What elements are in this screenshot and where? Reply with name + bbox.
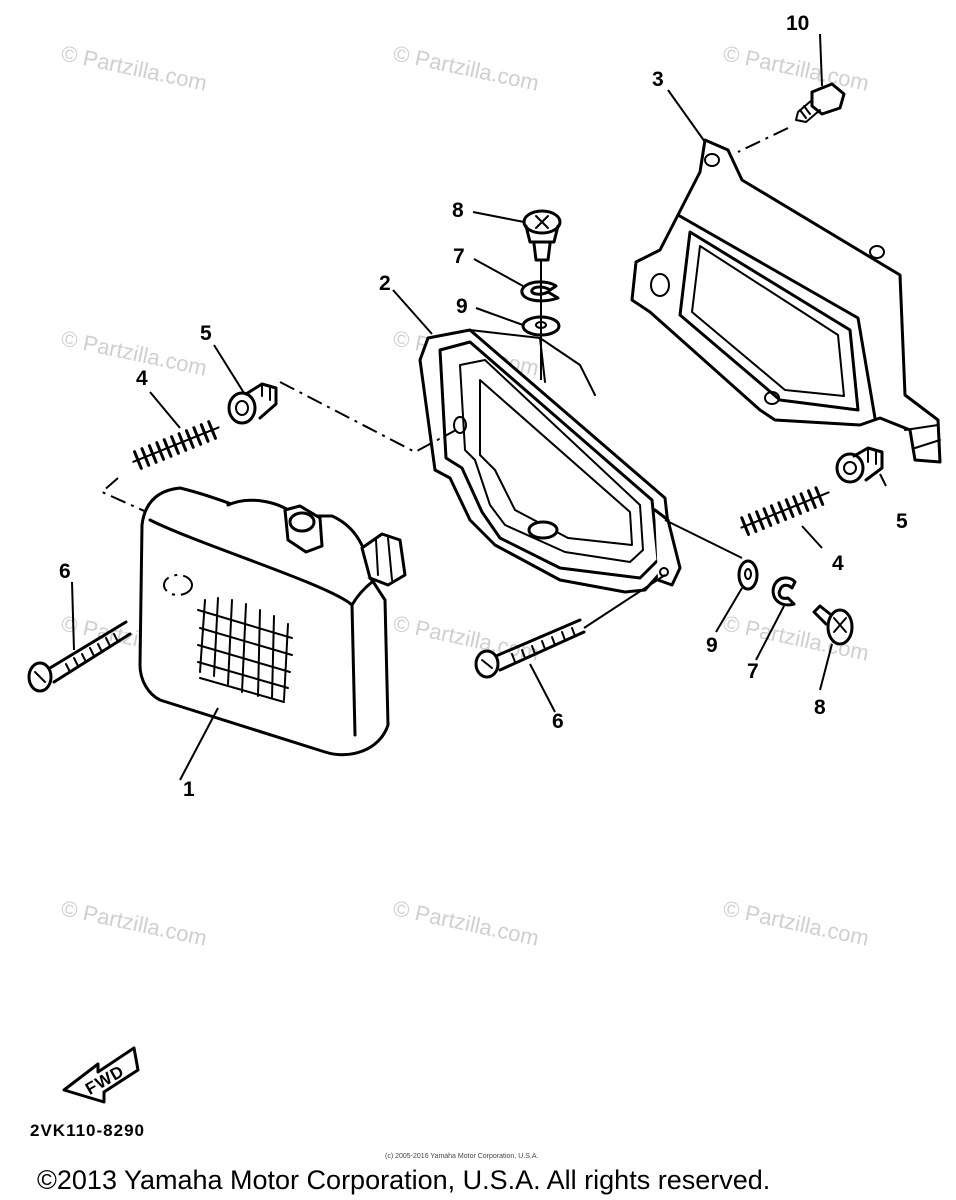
watermark: © Partzilla.com <box>391 610 541 665</box>
callout-10: 10 <box>786 12 809 35</box>
callout-8: 8 <box>452 199 464 222</box>
callout-6: 6 <box>59 560 71 583</box>
watermark: © Partzilla.com <box>391 40 541 95</box>
callout-1: 1 <box>183 778 195 801</box>
assembly-line <box>664 519 743 559</box>
fine-print: (c) 2005-2016 Yamaha Motor Corporation, … <box>385 1153 538 1160</box>
watermark: © Partzilla.com <box>391 895 541 950</box>
callout-4: 4 <box>832 552 844 575</box>
clip-7-top <box>520 280 560 303</box>
screw-8-right <box>812 604 854 646</box>
callout-7: 7 <box>747 660 759 683</box>
grommet-5-left <box>227 382 278 425</box>
callout-4: 4 <box>136 367 148 390</box>
clip-7-right <box>771 576 797 607</box>
watermark: © Partzilla.com <box>59 325 209 380</box>
fwd-arrow-icon: FWD <box>62 1046 140 1104</box>
callout-labels: 1 2 3 4 4 5 5 6 6 7 7 8 8 9 9 10 <box>59 12 908 801</box>
watermark: © Partzilla.com <box>721 40 871 95</box>
callout-9: 9 <box>706 634 718 657</box>
bolt-10 <box>795 82 846 123</box>
callout-7: 7 <box>453 245 465 268</box>
headlight-part <box>138 486 407 757</box>
washer-9-right <box>737 559 759 591</box>
screw-6-left <box>27 620 132 693</box>
leader-lines <box>71 33 887 781</box>
assembly-line <box>583 574 666 629</box>
callout-9: 9 <box>456 295 468 318</box>
leader-dashed <box>737 127 789 153</box>
callout-2: 2 <box>379 272 391 295</box>
callout-5: 5 <box>896 510 908 533</box>
screw-6-right <box>474 618 586 679</box>
callout-5: 5 <box>200 322 212 345</box>
diagram-code: 2VK110-8290 <box>30 1121 145 1140</box>
callout-6: 6 <box>552 710 564 733</box>
callout-8: 8 <box>814 696 826 719</box>
spring-4-right <box>740 486 830 536</box>
callout-3: 3 <box>652 68 664 91</box>
bracket-part <box>630 138 942 464</box>
leader-dashed <box>100 477 161 519</box>
screw-8-top <box>522 209 562 262</box>
grommet-5-right <box>835 446 884 484</box>
spring-4-left <box>132 420 220 470</box>
watermark: © Partzilla.com <box>59 895 209 950</box>
housing-part <box>418 328 682 594</box>
watermark: © Partzilla.com <box>721 895 871 950</box>
copyright-notice: ©2013 Yamaha Motor Corporation, U.S.A. A… <box>37 1165 770 1195</box>
watermark: © Partzilla.com <box>59 40 209 95</box>
